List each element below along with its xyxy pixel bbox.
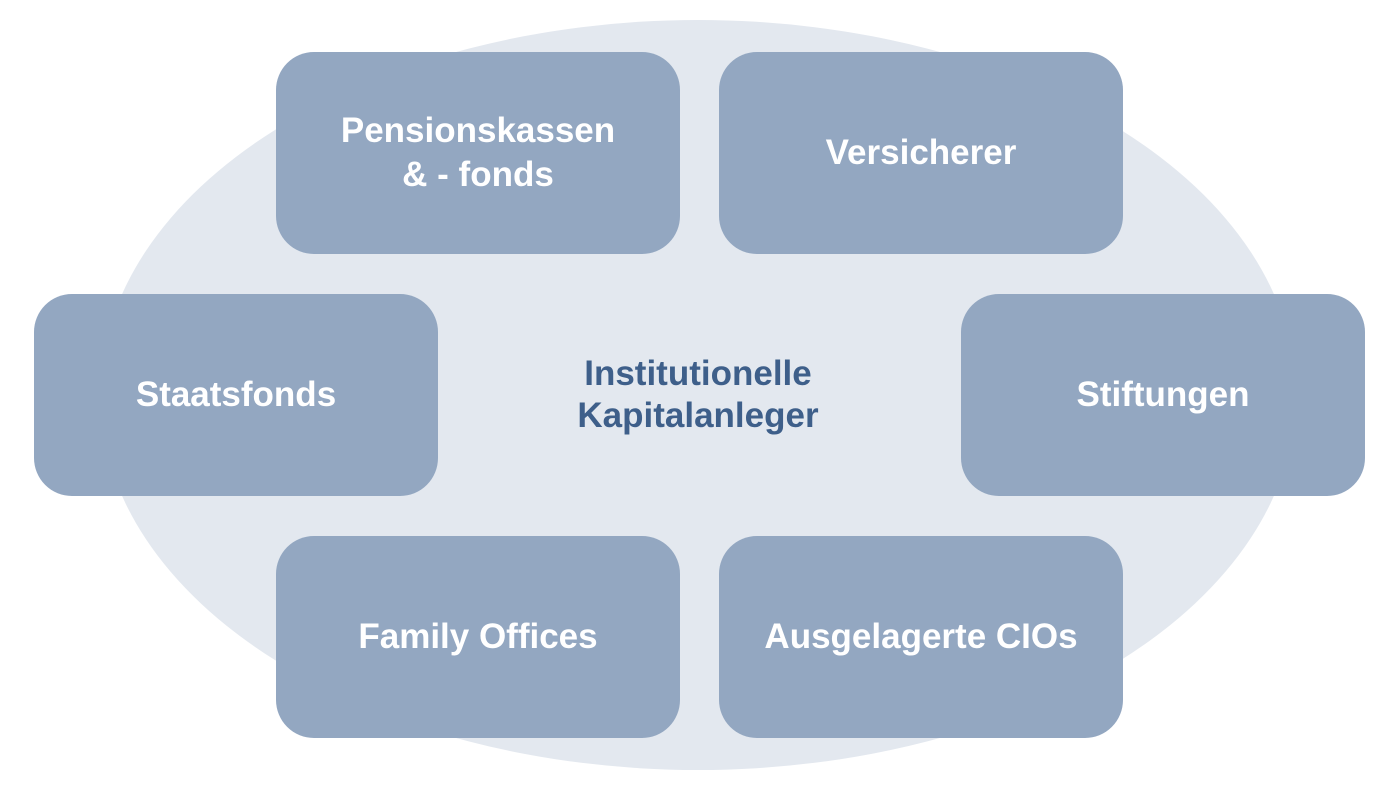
category-label: Staatsfonds [135, 375, 337, 414]
category-box-stiftungen: Stiftungen [961, 294, 1365, 496]
category-label: Family Offices [358, 617, 598, 656]
category-label: Ausgelagerte CIOs [764, 617, 1078, 656]
center-label: Institutionelle Kapitalanleger [577, 354, 819, 435]
category-box-ausgelagerte-cios: Ausgelagerte CIOs [719, 536, 1123, 738]
category-box-pensionskassen: Pensionskassen & - fonds [276, 52, 680, 254]
category-box-staatsfonds: Staatsfonds [34, 294, 438, 496]
center-title: Institutionelle Kapitalanleger [500, 340, 896, 450]
category-box-versicherer: Versicherer [719, 52, 1123, 254]
category-label: Stiftungen [1076, 375, 1250, 414]
category-label: Pensionskassen & - fonds [340, 111, 616, 194]
category-box-family-offices: Family Offices [276, 536, 680, 738]
category-label: Versicherer [825, 133, 1017, 172]
